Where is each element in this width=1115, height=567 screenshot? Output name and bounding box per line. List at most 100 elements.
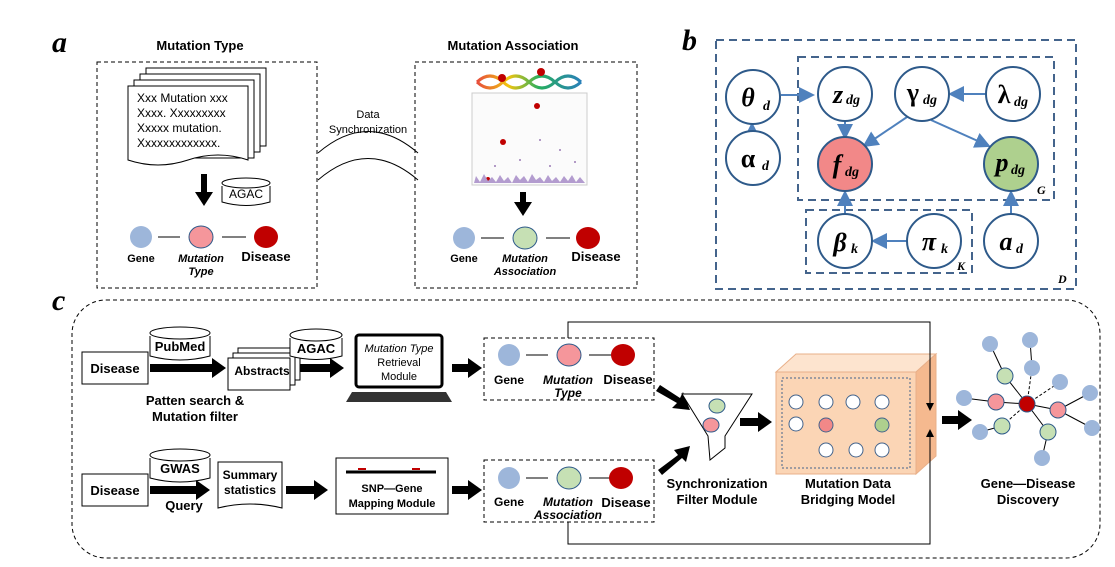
gene-node (130, 226, 152, 248)
gene-label: Gene (127, 253, 155, 265)
statistics-label: statistics (224, 483, 276, 497)
mutation-type-box (483, 337, 655, 401)
svg-text:k: k (941, 242, 948, 257)
svg-text:Retrieval: Retrieval (377, 357, 420, 369)
disease-node (576, 227, 600, 249)
agac-database-icon: AGAC (289, 328, 343, 360)
doc-line: Xxxxxxxxxxxxx. (137, 136, 220, 150)
a-node: a d (983, 213, 1039, 269)
right-arrow-icon (150, 358, 226, 378)
gene-mutation-disease-row: Gene Mutation Type Disease (127, 225, 291, 278)
bridging-label: Bridging Model (801, 492, 896, 507)
summary-label: Summary (223, 468, 278, 482)
panel-a: a Mutation Type Mutation Association Xxx… (52, 26, 638, 289)
agac-database-icon: AGAC (221, 177, 271, 206)
sync-filter-label: Synchronization (666, 476, 767, 491)
theta-node: θ d (725, 69, 781, 125)
disease-label: Disease (241, 249, 290, 264)
right-arrow-icon (452, 358, 482, 378)
beta-node: β k (817, 213, 873, 269)
panel-b: b G K D θ d α d (682, 24, 1077, 290)
gamma-node: γ dg (894, 66, 950, 122)
right-arrow-icon (300, 358, 344, 378)
svg-text:dg: dg (1014, 95, 1028, 110)
abstracts-stack: Abstracts (227, 347, 301, 391)
disease-label: Disease (571, 249, 620, 264)
bridging-model-cube (774, 352, 938, 476)
svg-text:z: z (832, 80, 844, 109)
svg-text:p: p (994, 148, 1009, 177)
association-label: Association (533, 508, 602, 522)
disease-label: Disease (603, 372, 652, 387)
bridging-label: Mutation Data (805, 476, 892, 491)
summary-stats-doc (217, 461, 283, 509)
data-synchronization: Data Synchronization (317, 109, 419, 181)
gene-label: Gene (494, 373, 524, 387)
svg-text:π: π (922, 227, 937, 256)
plate-d (715, 39, 1077, 290)
mutation-association-node (512, 226, 538, 250)
mutation-label: Mutation (543, 373, 593, 387)
gene-label: Gene (450, 253, 478, 265)
right-arrow-icon (942, 410, 972, 430)
svg-text:f: f (833, 150, 844, 179)
agac-label: AGAC (229, 187, 263, 201)
graph-edges (744, 86, 1019, 249)
p-node: p dg (983, 136, 1039, 192)
pi-node: π k (906, 213, 962, 269)
discovery-label: Discovery (997, 492, 1060, 507)
right-arrow-icon (286, 480, 328, 500)
plate-g-label: G (1037, 183, 1046, 197)
svg-text:θ: θ (741, 83, 755, 112)
gwas-database-icon: GWAS (149, 448, 211, 483)
f-node: f dg (817, 136, 873, 192)
panel-b-letter: b (682, 24, 697, 57)
svg-text:d: d (762, 159, 770, 174)
doc-line: Xxx Mutation xxx (137, 91, 228, 105)
svg-text:dg: dg (1011, 163, 1025, 178)
svg-text:k: k (851, 242, 858, 257)
discovery-label: Gene—Disease (981, 476, 1076, 491)
svg-text:PubMed: PubMed (155, 339, 206, 354)
z-node: z dg (817, 66, 873, 122)
svg-text:a: a (1000, 227, 1013, 256)
query-label: Query (165, 498, 203, 513)
type-label: Type (554, 386, 582, 400)
right-arrow-icon (150, 480, 210, 500)
disease-label: Disease (90, 361, 139, 376)
mutation-association-title: Mutation Association (448, 38, 579, 53)
gene-node (498, 467, 520, 489)
snp-gene-mapping-module: SNP—Gene Mapping Module (335, 457, 449, 515)
svg-text:β: β (832, 228, 847, 257)
disease-box-bottom (81, 473, 149, 507)
plate-d-label: D (1057, 272, 1067, 286)
sync-filter-label: Filter Module (677, 492, 758, 507)
mutation-filter-label: Mutation filter (152, 409, 238, 424)
association-label: Association (493, 266, 557, 278)
mutation-type-node (188, 225, 214, 249)
down-arrow-icon (514, 192, 532, 216)
svg-text:d: d (1016, 242, 1024, 257)
svg-text:d: d (763, 99, 771, 114)
disease-box-top (81, 351, 149, 385)
svg-text:Mutation Type: Mutation Type (365, 343, 434, 355)
svg-text:dg: dg (923, 93, 937, 108)
alpha-node: α d (725, 130, 781, 186)
svg-text:GWAS: GWAS (160, 461, 200, 476)
mutation-label: Mutation (178, 253, 224, 265)
svg-text:λ: λ (998, 80, 1011, 109)
svg-text:dg: dg (846, 93, 860, 108)
plate-g (797, 56, 1055, 201)
panel-c-letter: c (52, 284, 65, 317)
mutation-type-node (556, 343, 582, 367)
bypass-lines (567, 321, 934, 545)
gene-disease-network (956, 332, 1100, 466)
disease-node (611, 344, 635, 366)
patten-label: Patten search & (146, 393, 244, 408)
doc-line: Xxxx. Xxxxxxxxx (137, 106, 226, 120)
panel-c: c Disease PubMed Abstracts AGAC Patten s… (52, 284, 1101, 559)
svg-text:α: α (741, 144, 756, 173)
gene-node (498, 344, 520, 366)
sync-label: Data (356, 109, 380, 121)
svg-text:dg: dg (845, 165, 859, 180)
